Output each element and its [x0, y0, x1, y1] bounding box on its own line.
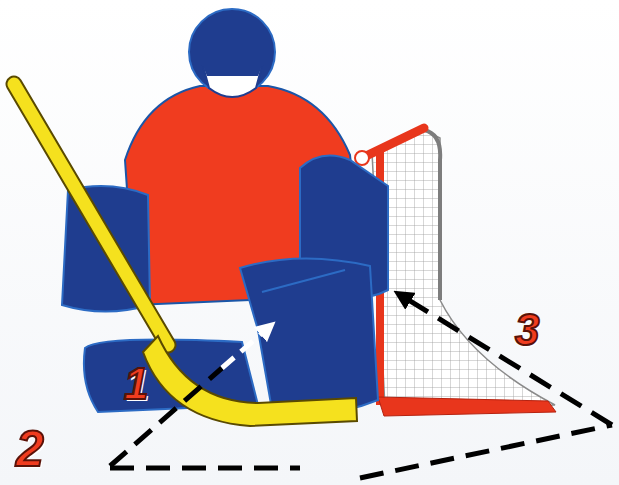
net-frame-back — [424, 130, 440, 300]
face-mask — [203, 66, 262, 97]
stick-shaft — [14, 84, 168, 345]
pad-detail — [262, 270, 345, 292]
stick-blade — [143, 336, 357, 426]
callout-number: 1 — [124, 362, 148, 406]
net-crossbar — [366, 128, 424, 156]
shot-line — [360, 425, 612, 478]
net-logo — [355, 151, 369, 165]
net-mesh — [372, 130, 555, 408]
callout-number: 3 — [515, 308, 539, 352]
shot-arrow — [222, 328, 268, 368]
stick-outline — [14, 84, 168, 345]
net-back — [372, 130, 555, 408]
shot-line — [110, 466, 300, 471]
mask-bar — [203, 66, 262, 76]
shot-arrow — [402, 296, 612, 425]
net-base — [378, 397, 556, 416]
callout-number: 2 — [16, 424, 44, 474]
